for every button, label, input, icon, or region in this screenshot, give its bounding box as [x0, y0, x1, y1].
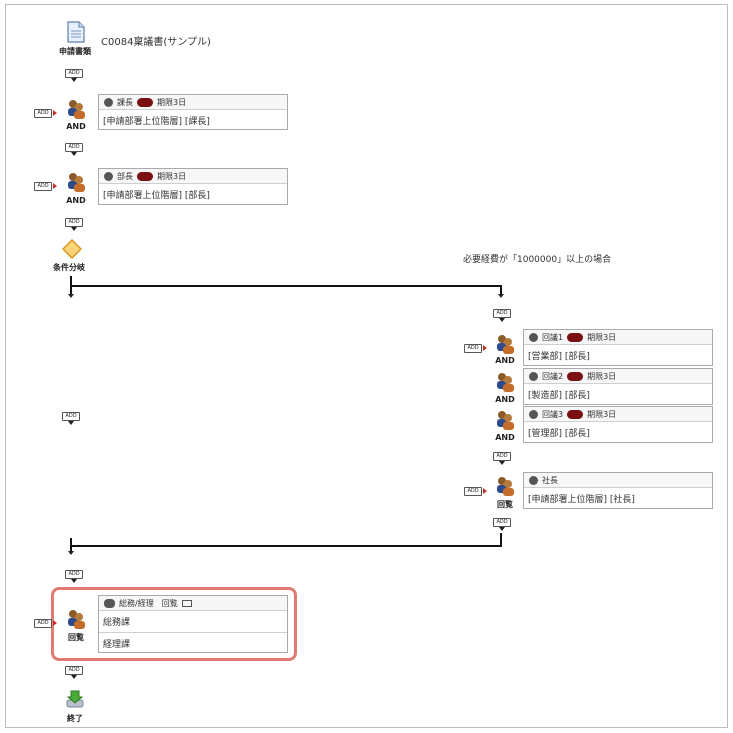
- down-arrow-icon: [71, 152, 77, 156]
- approver-role: 回議3: [542, 409, 564, 419]
- connector-line: [500, 285, 502, 295]
- right-arrow-icon: [483, 345, 487, 351]
- approver-detail: [管理部] [部長]: [528, 429, 590, 439]
- add-button[interactable]: ADD: [65, 218, 83, 227]
- approval-card[interactable]: 部長 期限3日 [申請部署上位階層] [部長]: [98, 168, 288, 205]
- down-arrow-icon: [499, 318, 505, 322]
- document-label: 申請書類: [59, 47, 91, 56]
- clock-mail-icon: [137, 171, 153, 181]
- document-icon: [67, 21, 85, 43]
- person-icon: [104, 171, 113, 181]
- connector-line: [70, 538, 72, 552]
- approval-card[interactable]: 課長 期限3日 [申請部署上位階層] [課長]: [98, 94, 288, 130]
- group-icon: [104, 598, 115, 608]
- circulation-card[interactable]: 社長 [申請部署上位階層] [社長]: [523, 472, 713, 509]
- person-icon: [104, 97, 113, 107]
- mail-icon: [181, 599, 192, 607]
- node-type-label: AND: [495, 356, 515, 365]
- connector-line: [70, 285, 502, 287]
- node-type-label: AND: [495, 395, 515, 404]
- approver-detail: [申請部署上位階層] [部長]: [103, 191, 210, 201]
- workflow-title: C0084稟議書(サンプル): [101, 37, 211, 48]
- add-button[interactable]: ADD: [65, 143, 83, 152]
- down-arrow-icon: [71, 579, 77, 583]
- add-button[interactable]: ADD: [493, 452, 511, 461]
- connector-line: [70, 545, 502, 547]
- end-icon: [66, 690, 84, 708]
- deadline-text: 期限3日: [157, 171, 187, 181]
- person-icon: [529, 409, 538, 419]
- people-group-icon: [497, 477, 514, 496]
- selected-node-highlight: [51, 587, 297, 661]
- node-type-label: AND: [66, 196, 86, 205]
- add-button[interactable]: ADD: [464, 487, 482, 496]
- node-type-label: 回覧: [497, 500, 513, 509]
- people-group-icon: [68, 100, 85, 119]
- connector-line: [500, 533, 502, 546]
- branch-label: 条件分岐: [53, 263, 85, 272]
- down-arrow-icon: [71, 227, 77, 231]
- add-button[interactable]: ADD: [493, 309, 511, 318]
- branch-condition: 必要経費が「1000000」以上の場合: [463, 255, 612, 265]
- person-icon: [529, 475, 538, 485]
- department-row: 経理課: [99, 632, 287, 654]
- circulation-card[interactable]: 総務/経理 回覧 総務課 経理課: [98, 595, 288, 653]
- person-icon: [529, 332, 538, 342]
- approver-detail: [申請部署上位階層] [課長]: [103, 117, 210, 127]
- approver-role: 課長: [117, 97, 133, 107]
- add-button[interactable]: ADD: [65, 69, 83, 78]
- deadline-text: 期限3日: [587, 409, 617, 419]
- people-group-icon: [68, 173, 85, 192]
- node-type-label: AND: [495, 433, 515, 442]
- deadline-text: 期限3日: [587, 332, 617, 342]
- right-arrow-icon: [53, 183, 57, 189]
- approver-role: 総務/経理 回覧: [119, 598, 178, 608]
- approval-card[interactable]: 回議2 期限3日 [製造部] [部長]: [523, 368, 713, 405]
- clock-mail-icon: [567, 371, 584, 381]
- down-arrow-icon: [499, 527, 505, 531]
- clock-mail-icon: [567, 332, 584, 342]
- people-group-icon: [497, 335, 514, 354]
- people-group-icon: [497, 373, 514, 392]
- right-arrow-icon: [483, 488, 487, 494]
- add-button[interactable]: ADD: [65, 570, 83, 579]
- add-button[interactable]: ADD: [34, 109, 52, 118]
- approver-detail: [製造部] [部長]: [528, 391, 590, 401]
- add-button[interactable]: ADD: [62, 412, 80, 421]
- node-type-label: AND: [66, 122, 86, 131]
- approver-detail: [営業部] [部長]: [528, 352, 590, 362]
- branch-diamond-icon: [62, 239, 82, 259]
- down-arrow-icon: [68, 421, 74, 425]
- node-type-label: 回覧: [68, 633, 84, 642]
- approver-role: 回議1: [542, 332, 564, 342]
- clock-mail-icon: [567, 409, 584, 419]
- end-label: 終了: [67, 714, 83, 723]
- add-button[interactable]: ADD: [464, 344, 482, 353]
- down-arrow-icon: [71, 675, 77, 679]
- person-icon: [529, 371, 538, 381]
- approver-role: 社長: [542, 475, 558, 485]
- approval-card[interactable]: 回議3 期限3日 [管理部] [部長]: [523, 406, 713, 443]
- down-arrow-icon: [498, 294, 504, 298]
- down-arrow-icon: [499, 461, 505, 465]
- approver-role: 回議2: [542, 371, 564, 381]
- down-arrow-icon: [71, 78, 77, 82]
- add-button[interactable]: ADD: [493, 518, 511, 527]
- down-arrow-icon: [68, 294, 74, 298]
- people-group-icon: [68, 610, 85, 629]
- add-button[interactable]: ADD: [34, 619, 52, 628]
- add-button[interactable]: ADD: [34, 182, 52, 191]
- down-arrow-icon: [68, 551, 74, 555]
- department-row: 総務課: [103, 618, 131, 628]
- add-button[interactable]: ADD: [65, 666, 83, 675]
- deadline-text: 期限3日: [587, 371, 617, 381]
- people-group-icon: [497, 411, 514, 430]
- right-arrow-icon: [53, 110, 57, 116]
- deadline-text: 期限3日: [157, 97, 187, 107]
- right-arrow-icon: [53, 620, 57, 626]
- clock-mail-icon: [137, 97, 153, 107]
- approval-card[interactable]: 回議1 期限3日 [営業部] [部長]: [523, 329, 713, 366]
- approver-detail: [申請部署上位階層] [社長]: [528, 495, 635, 505]
- approver-role: 部長: [117, 171, 133, 181]
